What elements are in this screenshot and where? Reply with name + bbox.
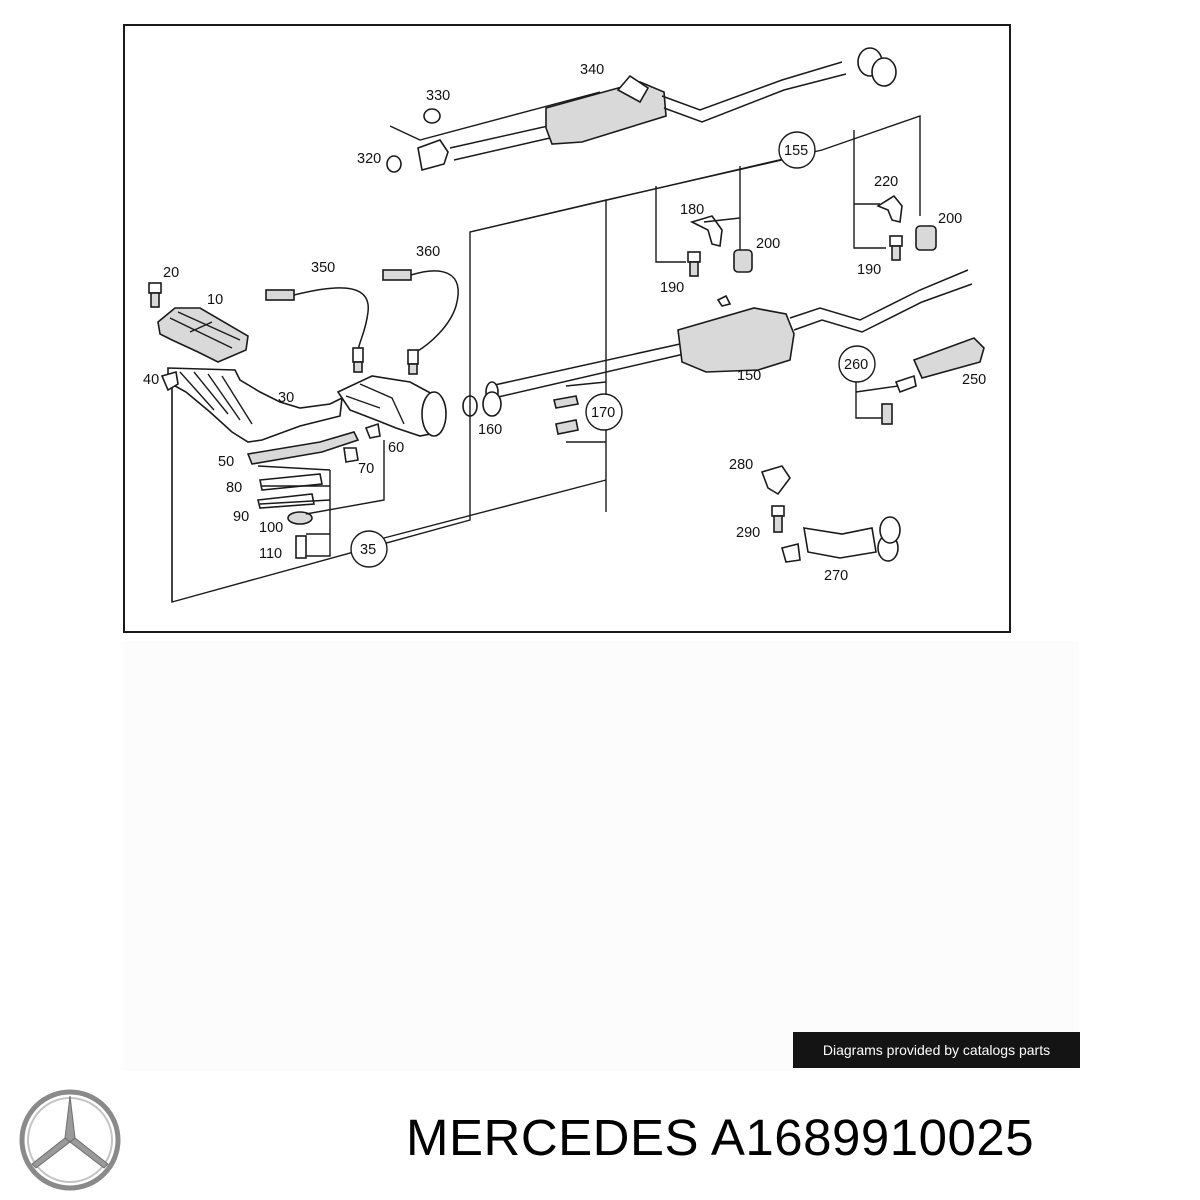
spring-bolts-part-170 (553, 395, 579, 435)
bolt-part-110 (295, 535, 307, 559)
clip-part-60 (364, 422, 381, 439)
label-180: 180 (680, 202, 704, 218)
label-360: 360 (416, 244, 440, 260)
clamp-part-320 (386, 139, 449, 173)
rubber-mount-part-200a (733, 249, 753, 273)
catalytic-converter-part (336, 375, 447, 437)
label-340: 340 (580, 62, 604, 78)
label-50: 50 (218, 454, 234, 470)
label-160: 160 (478, 422, 502, 438)
label-40: 40 (143, 372, 159, 388)
hanger-bracket-part-180 (689, 215, 723, 247)
label-155: 155 (784, 143, 808, 159)
clamp-part-260 (881, 374, 917, 425)
label-190a: 190 (660, 280, 684, 296)
label-10: 10 (207, 292, 223, 308)
twin-tailpipe-part-270 (781, 516, 901, 563)
label-270: 270 (824, 568, 848, 584)
hanger-bracket-part-220 (876, 194, 903, 223)
diagram-credit-badge: Diagrams provided by catalogs parts (793, 1032, 1080, 1068)
bolt-part-290 (771, 505, 785, 533)
bolt-part-190b (889, 235, 903, 261)
label-170: 170 (591, 405, 615, 421)
label-80: 80 (226, 480, 242, 496)
label-320: 320 (357, 151, 381, 167)
label-260: 260 (844, 357, 868, 373)
nut-part-70 (343, 447, 359, 463)
label-350: 350 (311, 260, 335, 276)
label-30: 30 (278, 390, 294, 406)
bolt-part-190a (687, 251, 701, 277)
nut-part-330 (423, 108, 441, 124)
bracket-part-90 (257, 493, 315, 509)
callout-155 (778, 131, 816, 169)
callout-170 (585, 393, 623, 431)
rubber-mount-part-200b (915, 225, 937, 251)
oxygen-sensor-360 (382, 269, 459, 375)
middle-silencer-part-150 (485, 269, 973, 403)
label-290: 290 (736, 525, 760, 541)
bracket-part-280 (760, 465, 791, 496)
label-250: 250 (962, 372, 986, 388)
rear-silencer-part-340 (449, 47, 897, 161)
label-200a: 200 (756, 236, 780, 252)
label-200b: 200 (938, 211, 962, 227)
label-150: 150 (737, 368, 761, 384)
label-330: 330 (426, 88, 450, 104)
label-110: 110 (259, 546, 282, 562)
label-190b: 190 (857, 262, 881, 278)
bracket-part-80 (259, 473, 323, 491)
oxygen-sensor-350 (265, 287, 369, 373)
label-280: 280 (729, 457, 753, 473)
callout-260 (838, 345, 876, 383)
tailpipe-part-250 (912, 337, 985, 379)
label-100: 100 (259, 520, 283, 536)
label-20: 20 (163, 265, 179, 281)
background-band (123, 641, 1079, 1071)
label-90: 90 (233, 509, 249, 525)
bracket-part-50 (246, 431, 360, 465)
label-35: 35 (360, 542, 376, 558)
part-number-caption: MERCEDES A1689910025 (406, 1109, 1035, 1166)
leader-lines (171, 91, 921, 603)
heat-shield-part (157, 307, 249, 363)
label-60: 60 (388, 440, 404, 456)
bolt-part-20 (148, 282, 162, 308)
exhaust-parts-diagram: 20 10 40 30 350 360 60 70 50 80 90 100 1… (143, 47, 986, 603)
exhaust-manifold-part (160, 367, 343, 443)
label-220: 220 (874, 174, 898, 190)
rubber-mount-part-100 (287, 511, 313, 525)
label-70: 70 (358, 461, 374, 477)
mercedes-star-icon (19, 1089, 121, 1191)
callout-35 (350, 530, 388, 568)
clamp-part-160 (482, 391, 502, 417)
